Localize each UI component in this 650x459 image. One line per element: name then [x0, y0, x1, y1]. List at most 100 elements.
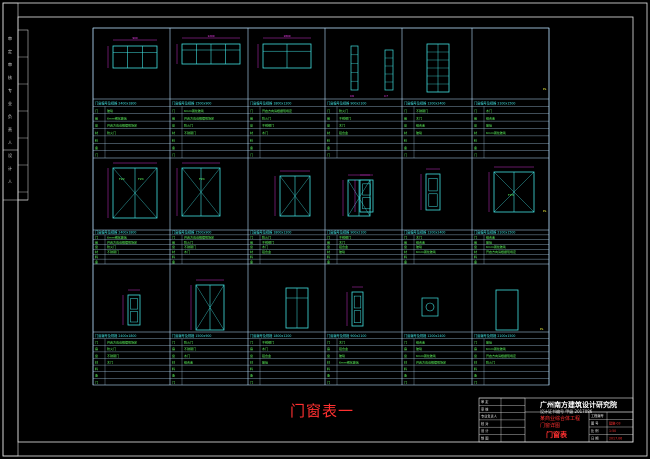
- table-cell: 开启方向请根据现场定: [107, 239, 137, 244]
- table-cell: 铝合金: [184, 359, 193, 364]
- door-panel: [362, 183, 371, 196]
- table-row-label: 材: [250, 359, 253, 364]
- table-row-label: 材: [474, 130, 477, 135]
- table-cell: 6mm钢化玻璃: [486, 346, 506, 351]
- sheet-title: 门窗表一: [290, 402, 355, 420]
- door-elevation-single: [127, 294, 141, 326]
- table-row-label: 材: [327, 249, 330, 254]
- table-cell: 玻璃: [486, 340, 492, 345]
- schedule-grid: [92, 27, 550, 386]
- table-cell: 不锈钢门: [262, 123, 274, 128]
- fz-mark: FZ4: [199, 177, 205, 181]
- table-header-cell: 门窗编号及规格 2100x1500: [474, 230, 515, 235]
- dim-text: 900: [132, 36, 138, 40]
- side-label: 计: [8, 165, 12, 171]
- table-row-label: 门: [327, 379, 330, 384]
- window-mark: C7: [384, 94, 388, 98]
- table-header-cell: 门窗编号及规格 1200x2400: [404, 333, 445, 338]
- table-header-cell: 门窗编号及规格 900x2100: [327, 101, 366, 106]
- table-row-label: 备: [474, 373, 477, 378]
- fz-mark: FZ2: [119, 177, 125, 181]
- table-row-label: 窗: [474, 244, 477, 249]
- side-label: 人: [8, 140, 12, 145]
- table-cell: 铝合金: [339, 346, 348, 351]
- table-row-label: 备: [250, 145, 253, 150]
- table-row-label: 扇: [327, 346, 330, 351]
- door-panel: [130, 298, 138, 310]
- table-row-label: 材: [95, 130, 98, 135]
- table-row-label: 材: [474, 249, 477, 254]
- table-row-label: 材: [250, 130, 253, 135]
- table-cell: 不锈钢门: [107, 353, 119, 358]
- table-header-cell: 门窗编号及规格 1500x900: [172, 230, 211, 235]
- table-header-cell: 门窗编号及规格 1200x2400: [404, 101, 445, 106]
- table-row-label: 料: [474, 366, 477, 371]
- table-cell: 6mm钢化玻璃: [416, 249, 436, 254]
- project-name: 某商业综合体工程: [540, 416, 581, 422]
- table-cell: 玻璃: [339, 353, 345, 358]
- table-cell: 玻璃: [416, 244, 422, 249]
- swing-line: [279, 175, 296, 217]
- table-row-label: 扇: [474, 115, 477, 120]
- swing-line: [200, 167, 221, 217]
- table-cell: 玻璃: [262, 359, 268, 364]
- table-row-label: 备: [327, 145, 330, 150]
- table-row-label: 扇: [474, 346, 477, 351]
- table-row-label: 窗: [404, 123, 407, 128]
- table-cell: 木门: [339, 239, 345, 244]
- fz-mark: FZ4: [138, 177, 144, 181]
- table-row-label: 备: [250, 373, 253, 378]
- table-row-label: 窗: [172, 353, 175, 358]
- table-cell: 防火门: [184, 239, 193, 244]
- table-row-label: 料: [327, 137, 330, 142]
- table-row-label: 窗: [474, 353, 477, 358]
- tb-right-value: 2017.06: [609, 437, 622, 441]
- swing-line: [347, 179, 360, 217]
- table-cell: 玻璃: [486, 239, 492, 244]
- table-header-cell: 门窗编号及规格 1800x1200: [250, 333, 291, 338]
- table-cell: 开启方向请根据现场定: [184, 115, 214, 120]
- table-cell: 木门: [184, 353, 190, 358]
- table-cell: 6mm钢化玻璃: [107, 115, 127, 120]
- table-cell: 防火门: [184, 340, 193, 345]
- table-cell: 铝合金: [416, 123, 425, 128]
- table-cell: 玻璃: [486, 123, 492, 128]
- certificate-number: 设计证书编号 甲级 2017086: [540, 409, 593, 414]
- door-panel: [130, 311, 138, 323]
- table-row-label: 窗: [327, 244, 330, 249]
- door-panel: [428, 193, 438, 207]
- table-cell: 6mm钢化玻璃: [184, 108, 204, 113]
- table-cell: 木门: [339, 123, 345, 128]
- table-cell: 铝合金: [339, 130, 348, 135]
- table-row-label: 料: [250, 137, 253, 142]
- tb-right-value: 建施-03: [609, 421, 621, 426]
- table-row-label: 窗: [404, 244, 407, 249]
- table-cell: 木门: [339, 340, 345, 345]
- table-row-label: 备: [404, 373, 407, 378]
- table-cell: 开启方向请根据现场定: [184, 235, 214, 240]
- table-header-cell: 门窗编号及规格 1800x1200: [250, 101, 291, 106]
- side-subcolumn: [17, 29, 29, 201]
- swing-line: [181, 167, 202, 217]
- tb-row-label: 审 定: [481, 399, 489, 404]
- table-cell: 玻璃: [107, 108, 113, 113]
- table-row-label: 扇: [95, 239, 98, 244]
- table-cell: 不锈钢门: [184, 130, 196, 135]
- swing-line: [493, 171, 515, 213]
- table-row-label: 料: [404, 366, 407, 371]
- table-row-label: 门: [95, 340, 98, 345]
- table-row-label: 门: [474, 340, 477, 345]
- table-cell: 木门: [262, 130, 268, 135]
- door-panel: [353, 310, 362, 323]
- table-row-label: 门: [474, 379, 477, 384]
- side-column: [2, 2, 19, 457]
- table-row-label: 备: [250, 259, 253, 264]
- table-row-label: 料: [404, 137, 407, 142]
- table-row-label: 门: [172, 108, 175, 113]
- table-row-label: 备: [95, 373, 98, 378]
- table-row-label: 门: [250, 379, 253, 384]
- fz-mark: FZ3: [508, 193, 514, 197]
- table-row-label: 扇: [172, 115, 175, 120]
- table-row-label: 材: [172, 359, 175, 364]
- table-cell: 6mm钢化玻璃: [107, 235, 127, 240]
